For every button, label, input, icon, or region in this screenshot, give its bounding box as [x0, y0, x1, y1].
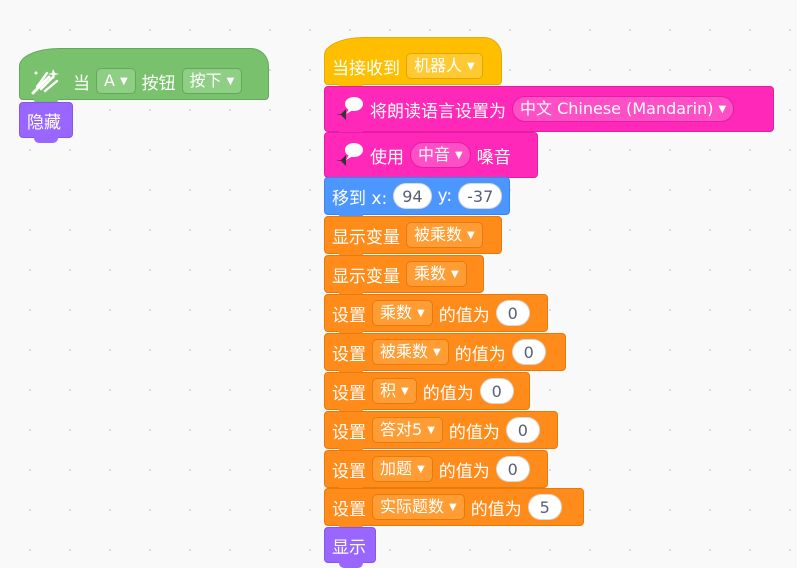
chevron-down-icon: ▼ — [467, 61, 475, 72]
when-label: 当 — [73, 73, 90, 94]
chevron-down-icon: ▼ — [401, 386, 409, 397]
set-variable-block[interactable]: 设置 答对5 ▼ 的值为 0 — [324, 411, 558, 454]
value-input[interactable]: 0 — [495, 456, 530, 482]
voice-dropdown[interactable]: 中音 ▼ — [410, 142, 471, 168]
variable-dropdown[interactable]: 积 ▼ — [372, 378, 417, 404]
set-label: 设置 — [332, 305, 366, 326]
set-variable-block[interactable]: 设置 实际题数 ▼ 的值为 5 — [324, 488, 584, 531]
set-label: 设置 — [332, 461, 366, 482]
chevron-down-icon: ▼ — [467, 230, 475, 241]
goto-x-label: 移到 x: — [332, 188, 388, 209]
set-variable-block[interactable]: 设置 被乘数 ▼ 的值为 0 — [324, 333, 566, 376]
set-language-block[interactable]: 将朗读语言设置为 中文 Chinese (Mandarin) ▼ — [324, 86, 774, 137]
value-to-label: 的值为 — [438, 305, 490, 326]
value-input[interactable]: 0 — [479, 378, 514, 404]
set-label: 设置 — [332, 422, 366, 443]
variable-dropdown[interactable]: 被乘数 ▼ — [372, 339, 449, 365]
set-voice-block[interactable]: 使用 中音 ▼ 嗓音 — [324, 132, 538, 183]
speaker-icon — [332, 139, 364, 171]
variable-dropdown[interactable]: 加题 ▼ — [372, 456, 433, 482]
voice-suffix-label: 嗓音 — [476, 147, 511, 168]
chevron-down-icon: ▼ — [455, 150, 463, 161]
x-input[interactable]: 94 — [393, 183, 432, 209]
set-language-label: 将朗读语言设置为 — [370, 101, 506, 122]
hide-block[interactable]: 隐藏 — [19, 102, 73, 143]
value-to-label: 的值为 — [422, 383, 474, 404]
value-to-label: 的值为 — [470, 499, 522, 520]
show-variable-label: 显示变量 — [332, 266, 400, 287]
chevron-down-icon: ▼ — [427, 425, 435, 436]
use-label: 使用 — [370, 147, 404, 168]
when-receive-block[interactable]: 当接收到 机器人 ▼ — [324, 37, 502, 90]
variable-dropdown[interactable]: 答对5 ▼ — [372, 417, 443, 443]
y-input[interactable]: -37 — [458, 183, 503, 209]
button-label: 按钮 — [141, 73, 176, 94]
chevron-down-icon: ▼ — [451, 269, 459, 280]
value-to-label: 的值为 — [454, 344, 506, 365]
value-input[interactable]: 0 — [511, 339, 546, 365]
hide-label: 隐藏 — [27, 112, 61, 133]
variable-dropdown[interactable]: 乘数 ▼ — [372, 300, 433, 326]
set-label: 设置 — [332, 383, 366, 404]
show-variable-block[interactable]: 显示变量 乘数 ▼ — [324, 255, 484, 298]
variable-dropdown[interactable]: 被乘数 ▼ — [406, 222, 483, 248]
when-receive-label: 当接收到 — [332, 58, 400, 79]
set-variable-block[interactable]: 设置 乘数 ▼ 的值为 0 — [324, 294, 548, 337]
goto-y-label: y: — [437, 186, 453, 206]
chevron-down-icon: ▼ — [226, 76, 235, 87]
set-variable-block[interactable]: 设置 积 ▼ 的值为 0 — [324, 372, 530, 415]
value-to-label: 的值为 — [448, 422, 500, 443]
show-variable-label: 显示变量 — [332, 227, 400, 248]
variable-dropdown[interactable]: 乘数 ▼ — [406, 261, 467, 287]
value-input[interactable]: 0 — [495, 300, 530, 326]
chevron-down-icon: ▼ — [433, 347, 441, 358]
set-label: 设置 — [332, 499, 366, 520]
state-dropdown[interactable]: 按下 ▼ — [181, 68, 243, 94]
show-label: 显示 — [332, 537, 366, 558]
chevron-down-icon: ▼ — [417, 308, 425, 319]
show-block[interactable]: 显示 — [324, 527, 376, 568]
show-variable-block[interactable]: 显示变量 被乘数 ▼ — [324, 216, 502, 259]
chevron-down-icon: ▼ — [119, 76, 128, 87]
variable-dropdown[interactable]: 实际题数 ▼ — [372, 494, 465, 520]
value-input[interactable]: 0 — [505, 417, 540, 443]
key-dropdown[interactable]: A ▼ — [96, 68, 136, 94]
language-dropdown[interactable]: 中文 Chinese (Mandarin) ▼ — [512, 96, 735, 122]
chevron-down-icon: ▼ — [718, 104, 727, 115]
chevron-down-icon: ▼ — [417, 464, 425, 475]
chevron-down-icon: ▼ — [449, 502, 457, 513]
value-input[interactable]: 5 — [527, 494, 562, 520]
magic-wand-icon — [27, 63, 67, 99]
set-label: 设置 — [332, 344, 366, 365]
value-to-label: 的值为 — [438, 461, 490, 482]
message-dropdown[interactable]: 机器人 ▼ — [406, 53, 483, 79]
speaker-icon — [332, 93, 364, 125]
when-key-pressed-block[interactable]: 当 A ▼ 按钮 按下 ▼ — [19, 48, 269, 105]
set-variable-block[interactable]: 设置 加题 ▼ 的值为 0 — [324, 450, 548, 493]
goto-xy-block[interactable]: 移到 x: 94 y: -37 — [324, 177, 510, 220]
